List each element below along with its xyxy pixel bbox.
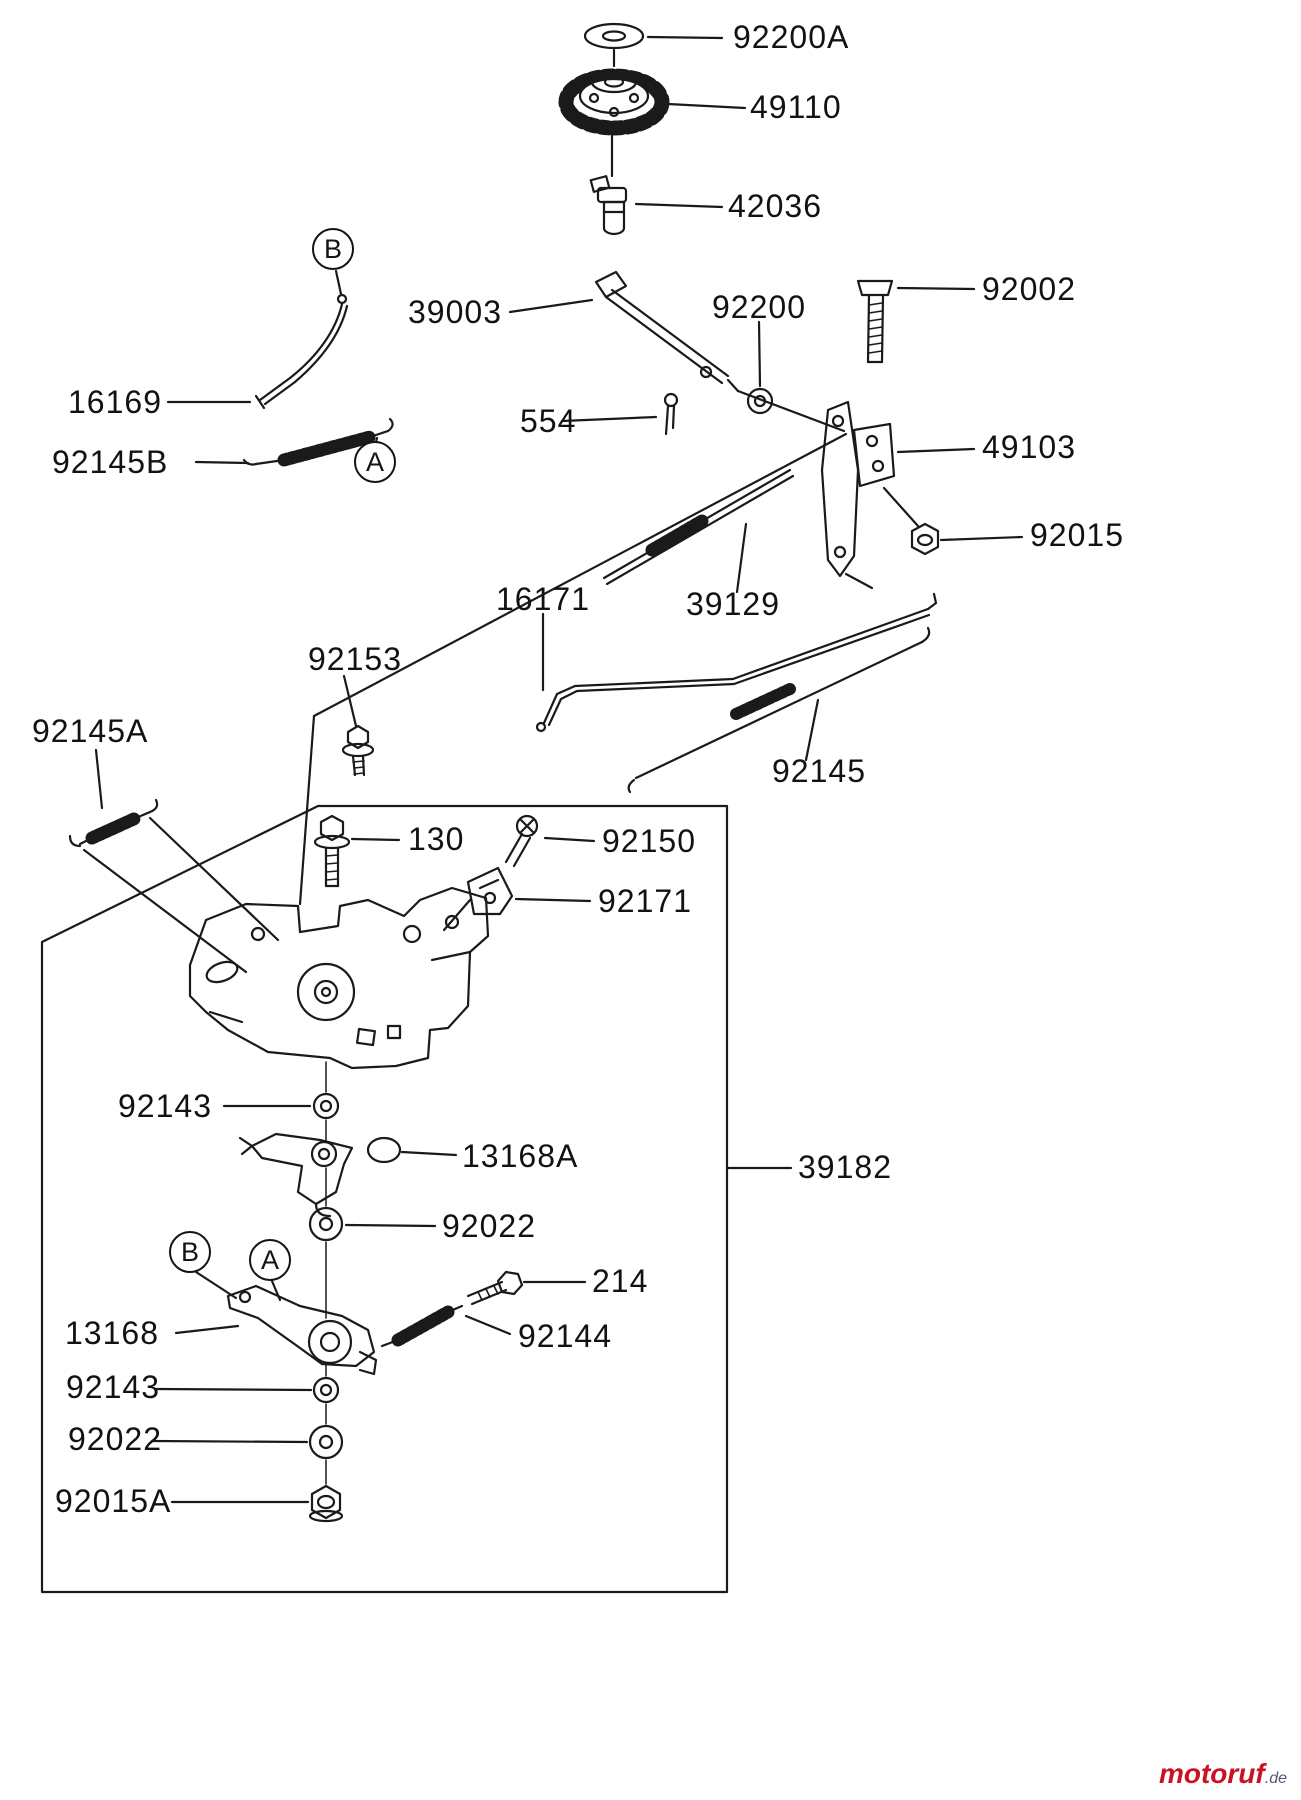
bolt-92002-drawing	[856, 279, 976, 364]
bracket-49103-drawing	[820, 400, 976, 590]
part-label-130: 130	[408, 820, 465, 857]
part-label-92015A: 92015A	[55, 1482, 172, 1519]
part-label-92143-upper: 92143	[118, 1087, 212, 1124]
rod-16171-drawing	[535, 592, 938, 733]
holder-42036-drawing	[589, 175, 724, 236]
part-label-39182: 39182	[798, 1148, 892, 1185]
part-label-92144: 92144	[518, 1317, 612, 1354]
part-label-92153: 92153	[308, 640, 402, 677]
part-label-92022-upper: 92022	[442, 1207, 536, 1244]
part-label-49110: 49110	[750, 88, 842, 125]
screw-92150-drawing	[504, 814, 596, 868]
watermark: motoruf.de	[1159, 1758, 1287, 1790]
washer-92143-upper-drawing	[222, 1092, 340, 1120]
part-label-39129: 39129	[686, 585, 780, 622]
washer-92143-lower-drawing	[154, 1376, 340, 1404]
rod-92145-drawing	[627, 626, 931, 794]
part-label-92145B: 92145B	[52, 443, 169, 480]
group-box-39182-drawing	[40, 804, 793, 1594]
screw-214-drawing	[466, 1270, 587, 1306]
lever-13168-drawing	[174, 1284, 378, 1376]
part-label-49103: 49103	[982, 428, 1076, 465]
gear-49110-drawing	[558, 68, 747, 136]
part-label-92002: 92002	[982, 270, 1076, 307]
part-label-39003: 39003	[408, 293, 502, 330]
part-label-92022-lower: 92022	[68, 1420, 162, 1457]
lever-13168A-drawing	[238, 1132, 458, 1218]
watermark-tld: .de	[1264, 1770, 1287, 1787]
part-label-92143-lower: 92143	[66, 1368, 160, 1405]
part-label-13168: 13168	[65, 1314, 159, 1351]
part-label-92150: 92150	[602, 822, 696, 859]
bolt-130-drawing	[313, 814, 401, 888]
washer-92022-upper-drawing	[308, 1206, 437, 1242]
watermark-brand: motoruf	[1158, 1758, 1265, 1789]
callout-a-bottom: A	[249, 1239, 291, 1281]
part-label-13168A: 13168A	[462, 1137, 579, 1174]
control-link-lines	[298, 432, 848, 906]
part-label-92145: 92145	[772, 752, 866, 789]
screw-92153-drawing	[341, 674, 375, 777]
part-label-92200A: 92200A	[733, 18, 850, 55]
part-label-16169: 16169	[68, 383, 162, 420]
washer-92200-drawing	[746, 320, 774, 415]
callout-b-top: B	[312, 228, 354, 270]
cotter-pin-554-drawing	[560, 392, 679, 436]
part-label-92015: 92015	[1030, 516, 1124, 553]
control-bracket-drawing	[188, 886, 490, 1070]
washer-92200A-drawing	[583, 22, 724, 50]
part-label-92200: 92200	[712, 288, 806, 325]
part-label-214: 214	[592, 1262, 649, 1299]
rod-16169-drawing	[166, 269, 349, 410]
part-label-16171: 16171	[496, 580, 590, 617]
part-label-42036: 42036	[728, 187, 822, 224]
part-label-92145A: 92145A	[32, 712, 149, 749]
part-label-554: 554	[520, 402, 577, 439]
spring-92144-drawing	[380, 1304, 512, 1348]
callout-a-top: A	[354, 441, 396, 483]
washer-92022-lower-drawing	[150, 1424, 344, 1460]
callout-b-bottom: B	[169, 1231, 211, 1273]
part-label-92171: 92171	[598, 882, 692, 919]
rod-39129-drawing	[602, 468, 795, 594]
spring-92145A-drawing	[68, 748, 280, 974]
nut-92015-drawing	[910, 522, 1024, 556]
nut-92015A-drawing	[170, 1484, 344, 1523]
